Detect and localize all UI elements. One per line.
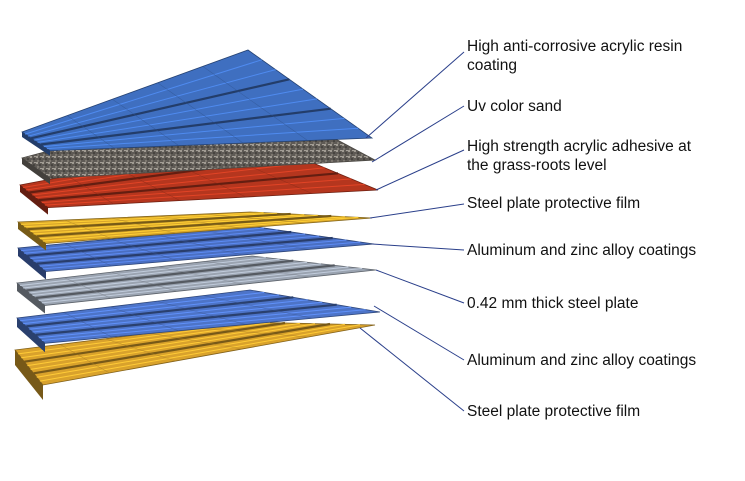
label-protective-film-bottom: Steel plate protective film	[467, 402, 737, 421]
label-line: High anti-corrosive acrylic resin	[467, 37, 737, 56]
label-line: Uv color sand	[467, 97, 737, 116]
label-line: Steel plate protective film	[467, 402, 737, 421]
label-alloy-coating-bottom: Aluminum and zinc alloy coatings	[467, 351, 737, 370]
label-acrylic-resin-coating: High anti-corrosive acrylic resin coatin…	[467, 37, 737, 75]
label-protective-film-top: Steel plate protective film	[467, 194, 737, 213]
label-line: Steel plate protective film	[467, 194, 737, 213]
label-line: Aluminum and zinc alloy coatings	[467, 351, 737, 370]
label-uv-color-sand: Uv color sand	[467, 97, 737, 116]
label-line: the grass-roots level	[467, 156, 737, 175]
label-alloy-coating-top: Aluminum and zinc alloy coatings	[467, 241, 737, 260]
label-line: High strength acrylic adhesive at	[467, 137, 737, 156]
label-line: 0.42 mm thick steel plate	[467, 294, 737, 313]
label-line: Aluminum and zinc alloy coatings	[467, 241, 737, 260]
label-steel-plate: 0.42 mm thick steel plate	[467, 294, 737, 313]
label-line: coating	[467, 56, 737, 75]
label-acrylic-adhesive: High strength acrylic adhesive at the gr…	[467, 137, 737, 175]
